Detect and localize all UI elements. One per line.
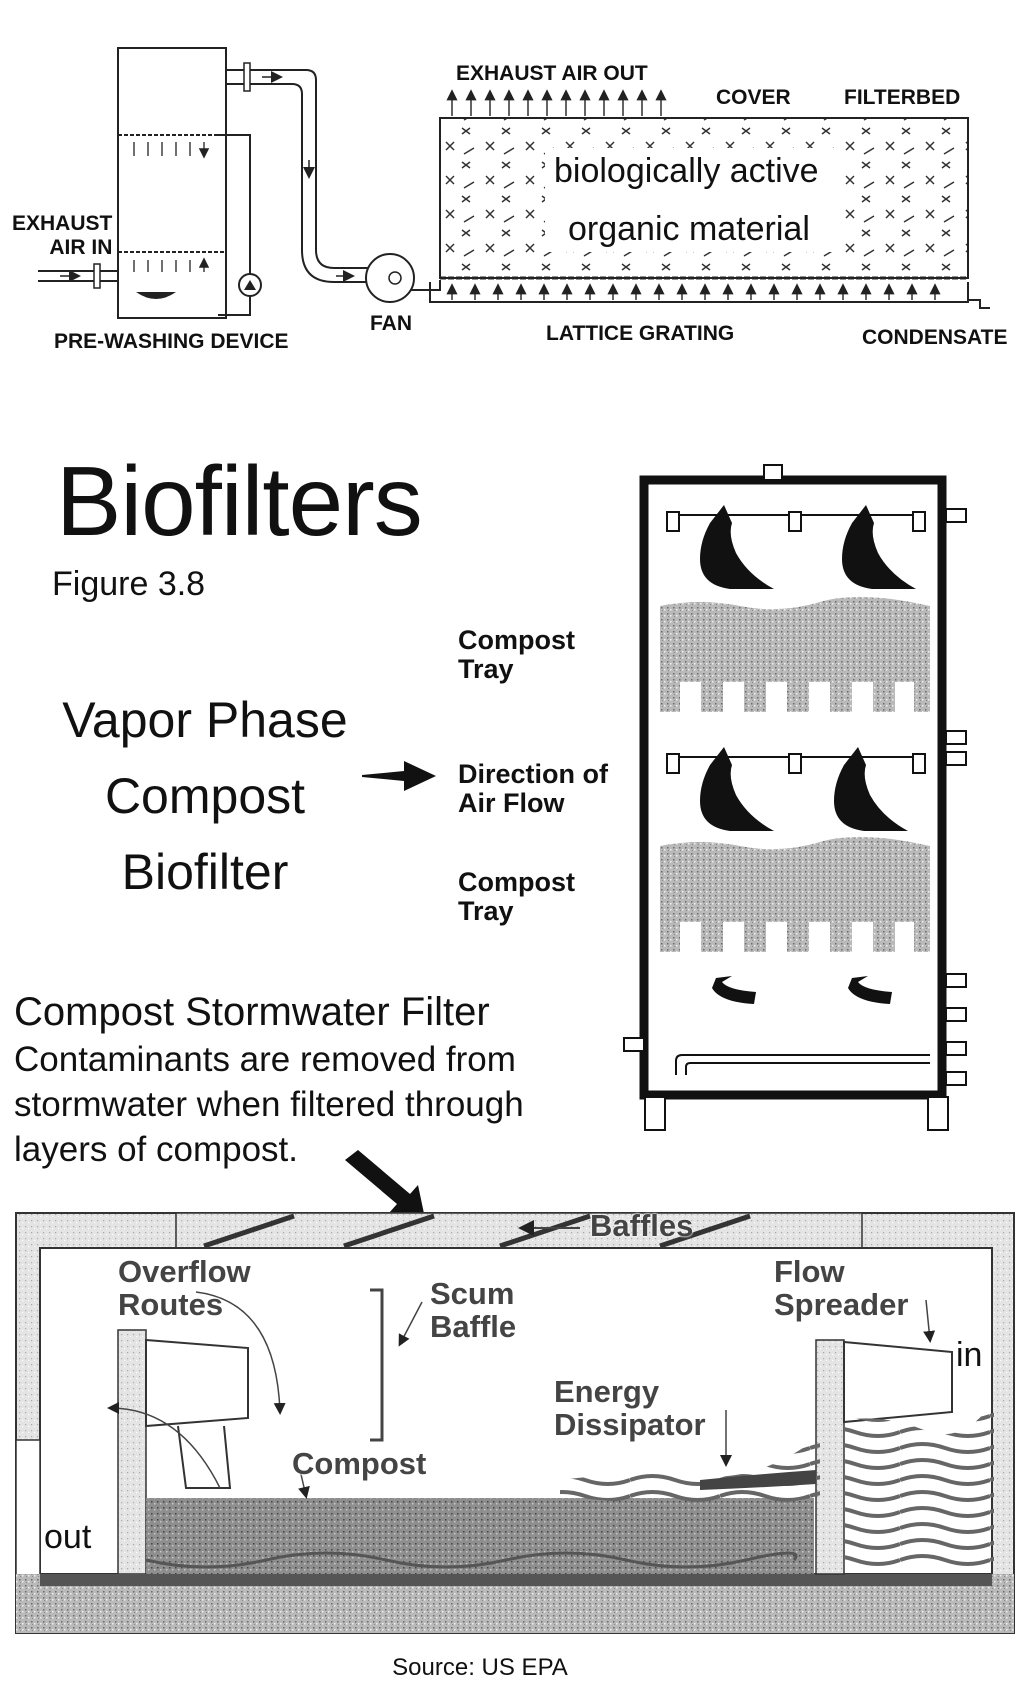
page-title: Biofilters <box>56 446 423 556</box>
scum-baffle-label: Scum Baffle <box>430 1276 517 1344</box>
in-label: in <box>956 1336 983 1374</box>
pointer-arrow <box>362 761 436 791</box>
figure-label: Figure 3.8 <box>52 565 206 603</box>
stormwater-heading: Compost Stormwater Filter <box>14 990 490 1034</box>
air-flow-label: Direction of Air Flow <box>458 759 609 819</box>
material-label-line2: organic material <box>568 210 810 248</box>
exhaust-air-out-label: EXHAUST AIR OUT <box>456 62 648 85</box>
overflow-routes-label: Overflow Routes <box>118 1254 251 1322</box>
condensate-label: CONDENSATE <box>862 326 1008 349</box>
fan-label: FAN <box>370 312 412 335</box>
material-label-line1: biologically active <box>554 152 819 190</box>
compost-label: Compost <box>292 1446 427 1481</box>
lattice-grating-label: LATTICE GRATING <box>546 322 735 345</box>
pointer-arrow-down <box>345 1150 426 1223</box>
out-label: out <box>44 1518 92 1556</box>
compost-tray-label-1: Compost Tray <box>458 625 575 685</box>
source-credit: Source: US EPA <box>392 1654 568 1681</box>
cover-label: COVER <box>716 86 791 109</box>
stormwater-description: Contaminants are removed from stormwater… <box>14 1040 524 1169</box>
stormwater-filter-vault <box>15 1212 1015 1634</box>
filterbed-label: FILTERBED <box>844 86 961 109</box>
vapor-phase-biofilter-tower <box>623 464 967 1131</box>
pre-washing-device-label: PRE-WASHING DEVICE <box>54 330 289 353</box>
energy-dissipator-label: Energy Dissipator <box>554 1374 706 1442</box>
vapor-phase-heading: Vapor Phase Compost Biofilter <box>62 692 348 900</box>
baffles-label: Baffles <box>590 1208 694 1243</box>
exhaust-air-in-label: EXHAUST AIR IN <box>12 212 113 260</box>
compost-tray-label-2: Compost Tray <box>458 867 575 927</box>
top-biofilter-diagram <box>38 47 990 319</box>
flow-spreader-label: Flow Spreader <box>774 1254 909 1322</box>
